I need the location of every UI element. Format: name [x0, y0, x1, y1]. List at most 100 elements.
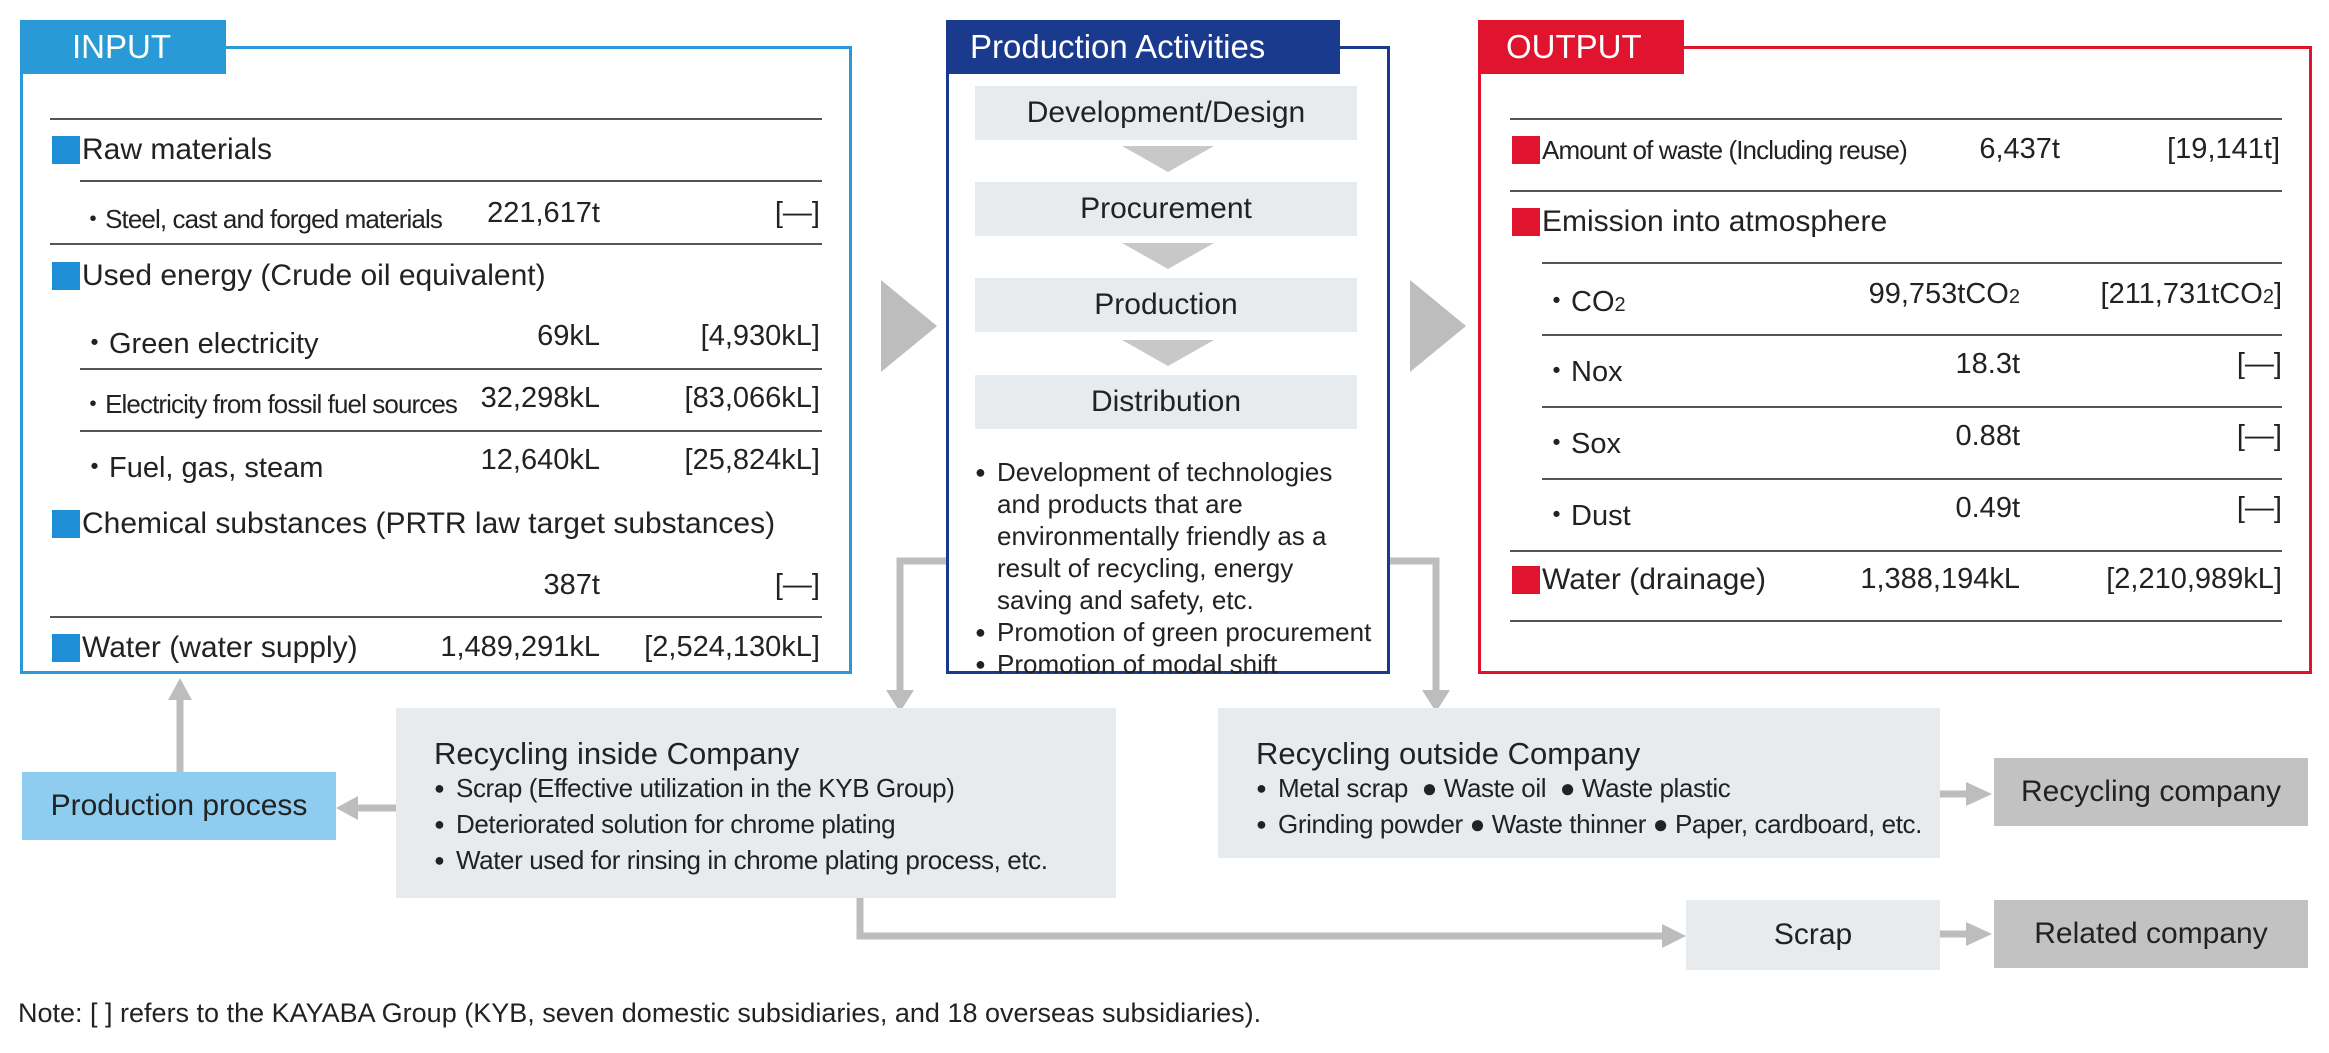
steel-label: ・Steel, cast and forged materials	[80, 204, 443, 234]
fossil-electricity-group-value: [83,066kL]	[684, 382, 820, 414]
production-bullet: Promotion of modal shift	[975, 648, 1375, 680]
waste-amount-value: 6,437t	[1979, 133, 2060, 165]
fuel-gas-steam-label: ・Fuel, gas, steam	[80, 452, 324, 484]
category-marker	[1512, 566, 1540, 594]
green-electricity-value: 69kL	[537, 320, 600, 352]
nox-value: 18.3t	[1955, 348, 2021, 380]
category-marker	[1512, 136, 1540, 164]
fuel-gas-steam-value: 12,640kL	[480, 444, 600, 476]
water-drainage-label: Water (drainage)	[1542, 563, 1766, 596]
nox-group-value: [—]	[2236, 348, 2282, 380]
divider	[1510, 550, 2282, 552]
recycling-outside-list: Metal scrap ● Waste oil ● Waste plastic …	[1256, 770, 1922, 842]
arrowhead-down-left	[886, 690, 914, 712]
category-marker	[1512, 208, 1540, 236]
recycling-outside-title: Recycling outside Company	[1256, 736, 1641, 771]
arrowhead-right-related	[1966, 922, 1992, 946]
steel-value: 221,617t	[487, 197, 600, 229]
stage-development-design: Development/Design	[975, 86, 1357, 140]
recycling-company-box: Recycling company	[1994, 758, 2308, 826]
recycling-outside-item: Waste plastic	[1581, 773, 1731, 803]
divider	[80, 180, 822, 182]
category-marker	[52, 510, 80, 538]
stage-distribution: Distribution	[975, 375, 1357, 429]
sox-label: ・Sox	[1542, 428, 1621, 460]
production-process-box: Production process	[22, 772, 336, 840]
divider	[1542, 262, 2282, 264]
recycling-outside-item: Paper, cardboard, etc.	[1674, 809, 1922, 839]
recycling-inside-item: Deteriorated solution for chrome plating	[434, 806, 1048, 842]
stage-arrow	[1122, 146, 1214, 172]
arrow-input-to-production	[881, 280, 937, 372]
divider	[50, 118, 822, 120]
category-marker	[52, 634, 80, 662]
raw-materials-label: Raw materials	[82, 133, 273, 166]
recycling-outside-row: Grinding powder ● Waste thinner ● Paper,…	[1256, 806, 1922, 842]
chemical-value: 387t	[543, 569, 600, 601]
co2-value: 99,753tCO2	[1868, 278, 2020, 310]
footnote: Note: [ ] refers to the KAYABA Group (KY…	[18, 998, 1262, 1028]
divider	[1510, 118, 2282, 120]
recycling-outside-item: Waste oil	[1443, 773, 1547, 803]
recycling-inside-list: Scrap (Effective utilization in the KYB …	[434, 770, 1048, 878]
water-supply-value: 1,489,291kL	[440, 631, 600, 663]
arrowhead-up-input	[168, 678, 192, 700]
divider	[50, 616, 822, 618]
input-title: INPUT	[20, 20, 226, 74]
arrowhead-right-scrap	[1662, 924, 1686, 948]
fossil-electricity-value: 32,298kL	[480, 382, 600, 414]
co2-group-value: [211,731tCO2]	[2100, 278, 2282, 310]
category-marker	[52, 136, 80, 164]
chemical-group-value: [—]	[774, 569, 820, 601]
emission-label: Emission into atmosphere	[1542, 205, 1888, 238]
sox-group-value: [—]	[2236, 420, 2282, 452]
related-company-box: Related company	[1994, 900, 2308, 968]
arrowhead-left-process	[336, 796, 358, 820]
category-marker	[52, 262, 80, 290]
stage-procurement: Procurement	[975, 182, 1357, 236]
recycling-inside-title: Recycling inside Company	[434, 736, 800, 771]
stage-arrow	[1122, 340, 1214, 366]
fossil-electricity-label: ・Electricity from fossil fuel sources	[80, 389, 458, 419]
co2-label: ・CO2	[1542, 286, 1626, 318]
dust-group-value: [—]	[2236, 492, 2282, 524]
output-panel	[1478, 46, 2312, 674]
recycling-inside-item: Scrap (Effective utilization in the KYB …	[434, 770, 1048, 806]
connector-prod-to-recycle-inside	[896, 557, 946, 690]
divider	[80, 430, 822, 432]
arrowhead-down-right	[1422, 690, 1450, 712]
green-electricity-label: ・Green electricity	[80, 328, 319, 360]
divider	[1510, 620, 2282, 622]
water-drainage-group-value: [2,210,989kL]	[2106, 563, 2282, 595]
waste-amount-group-value: [19,141t]	[2167, 133, 2280, 165]
water-supply-group-value: [2,524,130kL]	[644, 631, 820, 663]
connector-recycle-to-scrap	[856, 898, 1664, 940]
production-bullet: Development of technologies and products…	[975, 456, 1375, 616]
production-bullet: Promotion of green procurement	[975, 616, 1375, 648]
recycling-outside-item: Grinding powder	[1278, 809, 1463, 839]
divider	[50, 243, 822, 245]
sox-value: 0.88t	[1955, 420, 2021, 452]
divider	[1542, 334, 2282, 336]
steel-group-value: [—]	[774, 197, 820, 229]
divider	[1510, 190, 2282, 192]
stage-arrow	[1122, 243, 1214, 269]
stage-production: Production	[975, 278, 1357, 332]
chemical-substances-label: Chemical substances (PRTR law target sub…	[82, 507, 776, 540]
arrow-production-to-output	[1410, 280, 1466, 372]
used-energy-label: Used energy (Crude oil equivalent)	[82, 259, 546, 292]
recycling-outside-item: Waste thinner	[1491, 809, 1647, 839]
dust-label: ・Dust	[1542, 500, 1631, 532]
water-drainage-value: 1,388,194kL	[1860, 563, 2020, 595]
recycling-outside-item: Metal scrap	[1278, 773, 1408, 803]
production-bullet-list: Development of technologies and products…	[975, 456, 1375, 680]
production-title: Production Activities	[946, 20, 1340, 74]
recycling-outside-row: Metal scrap ● Waste oil ● Waste plastic	[1256, 770, 1922, 806]
scrap-box: Scrap	[1686, 900, 1940, 970]
nox-label: ・Nox	[1542, 356, 1623, 388]
connector-prod-to-recycle-outside	[1390, 557, 1440, 690]
arrowhead-right-recycling-company	[1966, 782, 1992, 806]
divider	[1542, 406, 2282, 408]
output-title: OUTPUT	[1478, 20, 1684, 74]
